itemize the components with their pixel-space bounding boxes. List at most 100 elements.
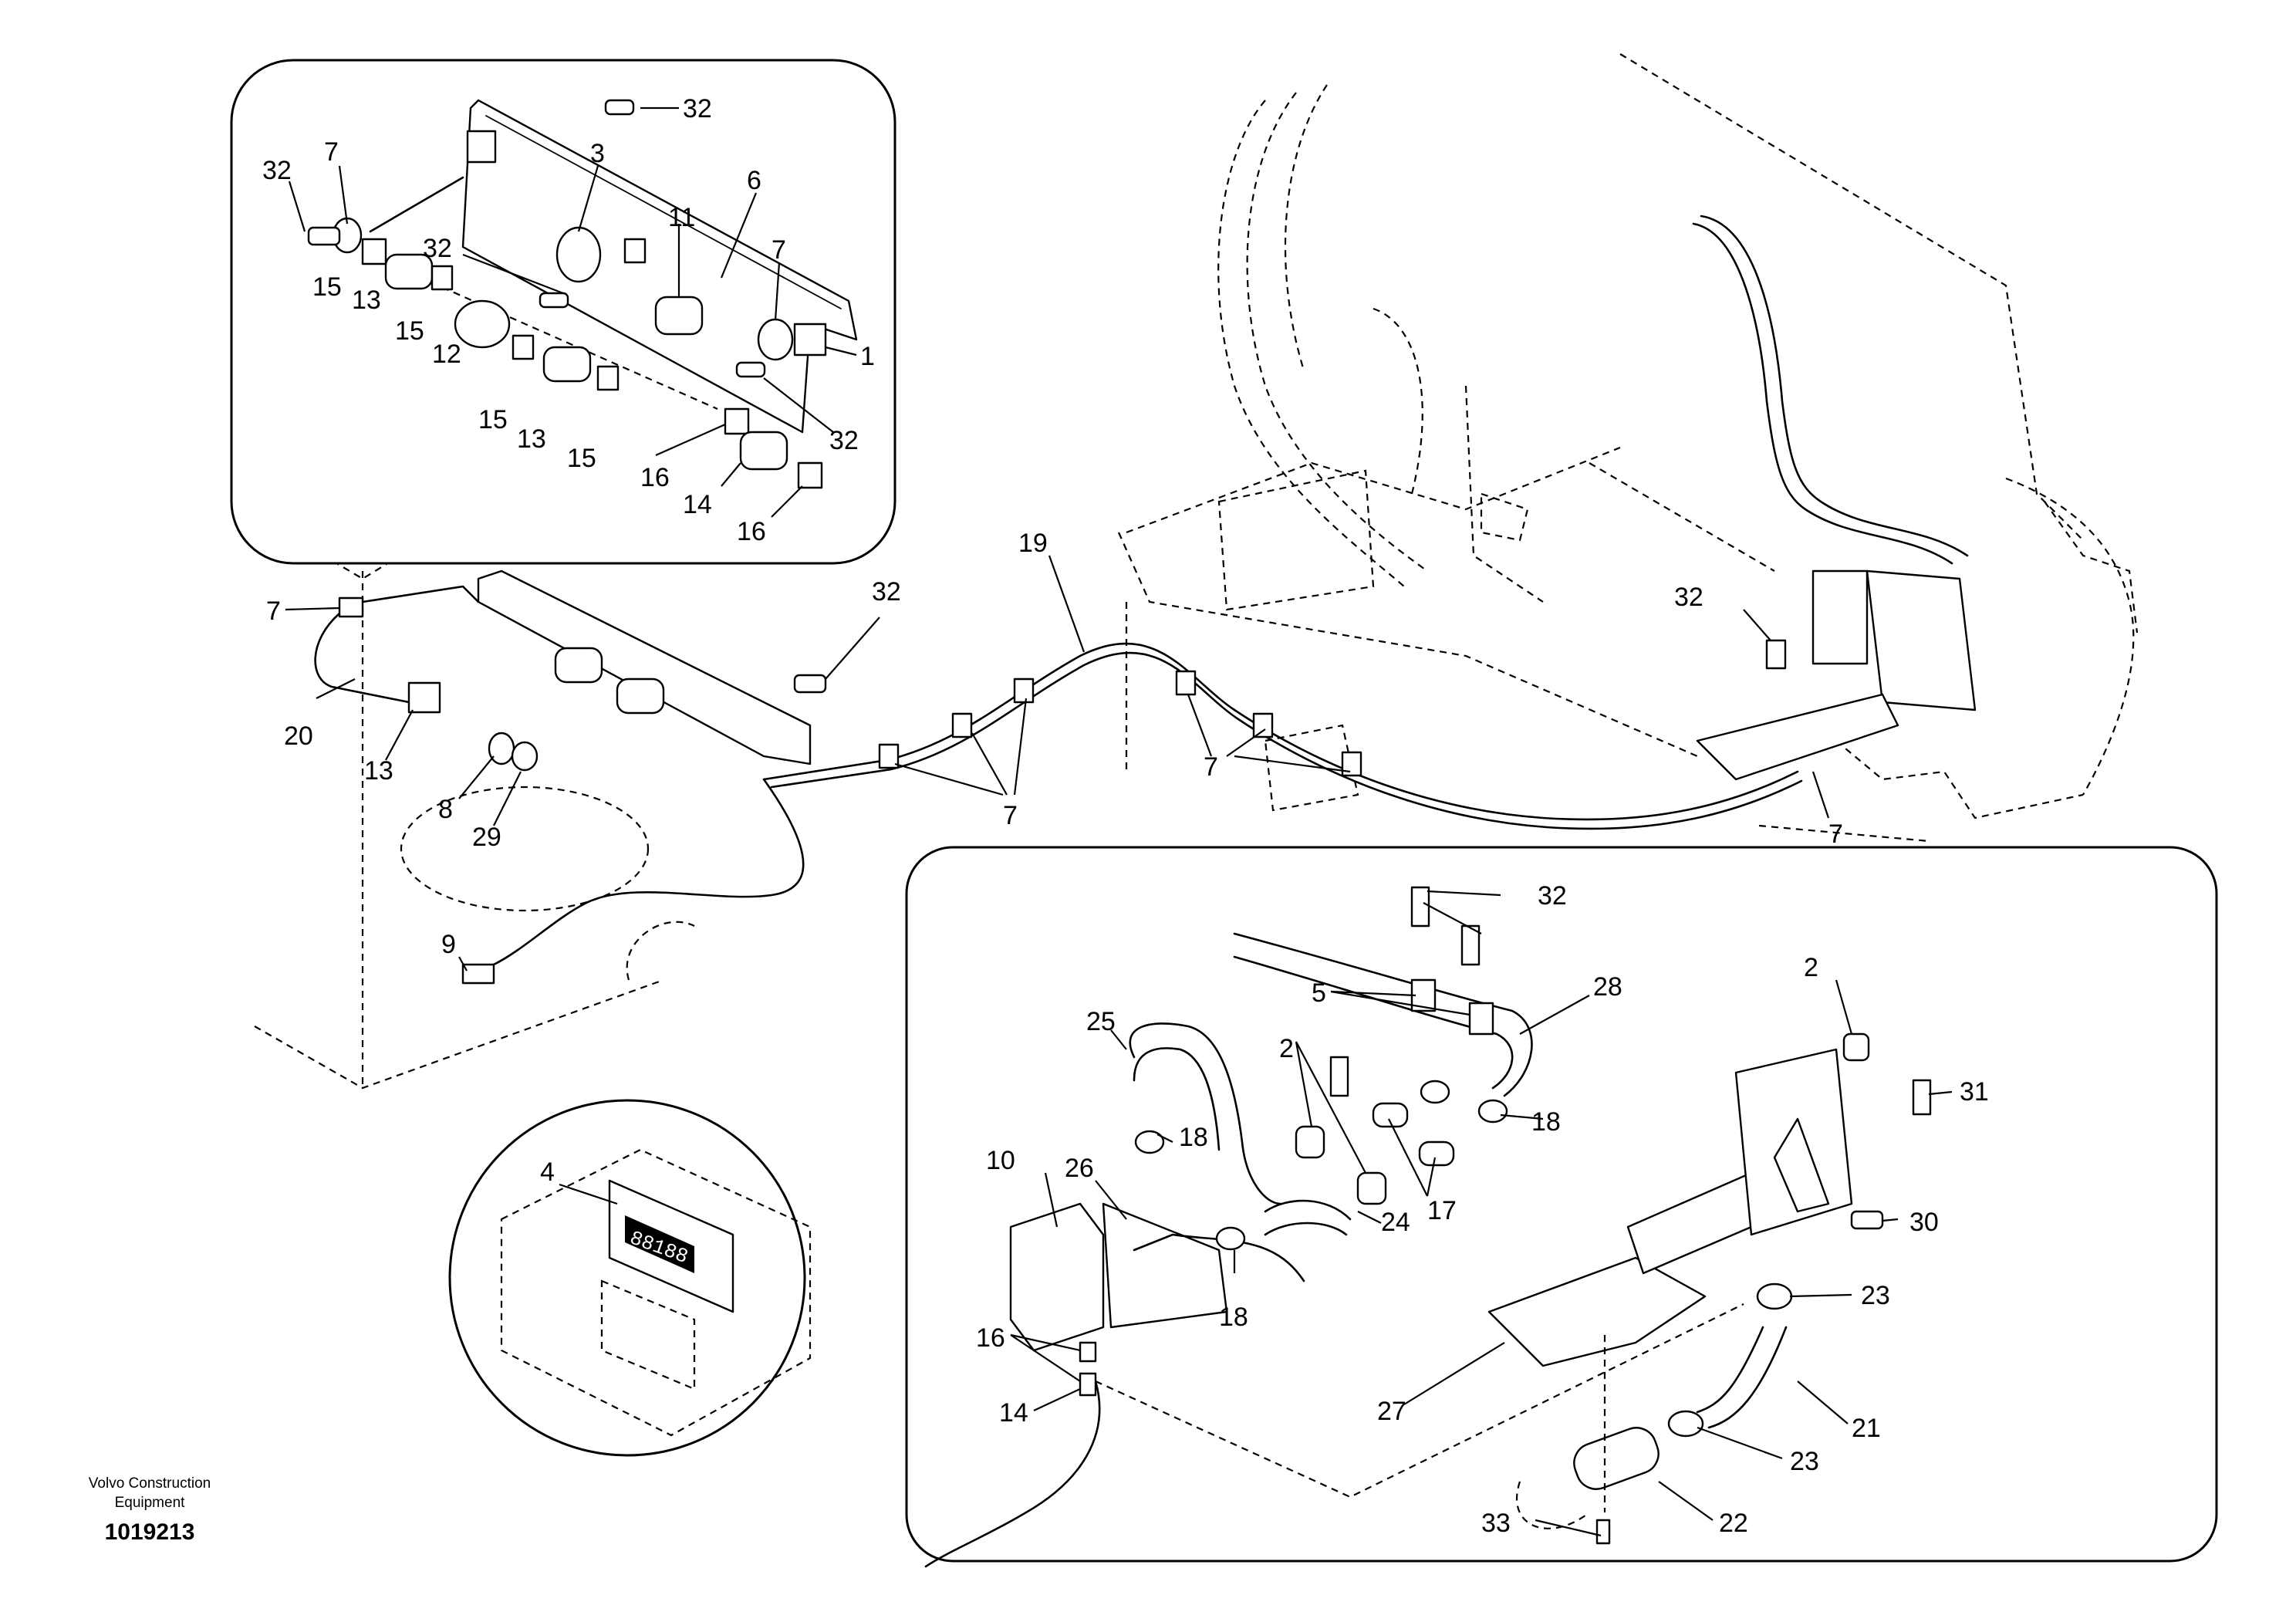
clamp-16-a bbox=[724, 407, 750, 435]
clamp-7-d2 bbox=[951, 712, 973, 738]
nut-29 bbox=[511, 741, 539, 772]
callout-32: 32 bbox=[423, 234, 452, 263]
clamp-7-e1 bbox=[1175, 670, 1197, 696]
callout-16: 16 bbox=[737, 517, 766, 546]
callout-7: 7 bbox=[1003, 801, 1018, 830]
clamp-15-d bbox=[596, 365, 620, 391]
footer-block: Volvo Construction Equipment 1019213 bbox=[89, 1475, 211, 1545]
main-pump bbox=[616, 678, 665, 715]
callout-24: 24 bbox=[1381, 1208, 1410, 1237]
clamp-7-c bbox=[338, 596, 364, 618]
clamp-15-b bbox=[430, 265, 454, 291]
callout-32: 32 bbox=[872, 577, 901, 607]
callout-7: 7 bbox=[1828, 819, 1843, 849]
clamp-15-a bbox=[361, 238, 387, 265]
main-bracket-plate bbox=[477, 569, 812, 765]
callout-20: 20 bbox=[284, 721, 313, 751]
callout-5: 5 bbox=[1312, 978, 1326, 1008]
callout-13: 13 bbox=[517, 424, 546, 454]
inset-fuel-pump-assembly bbox=[230, 59, 896, 565]
clamp-2-b bbox=[1356, 1171, 1387, 1205]
callout-32: 32 bbox=[1674, 583, 1703, 612]
screw-31 bbox=[1912, 1079, 1932, 1116]
callout-14: 14 bbox=[683, 490, 712, 519]
hose-14-b bbox=[1079, 1372, 1097, 1397]
callout-4: 4 bbox=[540, 1157, 555, 1187]
clamp-7-e3 bbox=[1341, 751, 1362, 777]
hose-14 bbox=[739, 431, 788, 471]
callout-14: 14 bbox=[999, 1398, 1028, 1428]
callout-28: 28 bbox=[1593, 972, 1622, 1002]
left-frame-outline-dashed bbox=[254, 516, 695, 1090]
callout-31: 31 bbox=[1960, 1077, 1989, 1107]
fuel-line-19 bbox=[762, 555, 1803, 830]
callout-21: 21 bbox=[1852, 1414, 1881, 1443]
clamp-18-d bbox=[1215, 1226, 1246, 1251]
callout-6: 6 bbox=[747, 166, 761, 195]
callout-13: 13 bbox=[352, 286, 381, 315]
hose-17-b bbox=[1418, 1140, 1455, 1167]
brand-line-1: Volvo Construction bbox=[89, 1475, 211, 1492]
circular-detail-timer: 88188 bbox=[448, 1099, 812, 1457]
callout-2: 2 bbox=[1279, 1034, 1294, 1063]
callout-7: 7 bbox=[266, 596, 281, 626]
main-pump-bracket-assembly bbox=[285, 569, 812, 985]
callout-11: 11 bbox=[668, 203, 695, 232]
inset-frame-top-left bbox=[230, 59, 896, 565]
clamp-18-b bbox=[1477, 1099, 1508, 1124]
heater-installed-view bbox=[1692, 215, 1977, 819]
screw-32-right bbox=[735, 361, 766, 378]
clamp-18-a bbox=[1420, 1080, 1450, 1104]
clamp-23-a bbox=[1756, 1282, 1793, 1310]
screw-32-g2 bbox=[1460, 924, 1481, 966]
clamp-23-b bbox=[1667, 1410, 1704, 1438]
clamp-16-b bbox=[797, 461, 823, 489]
drawing-number: 1019213 bbox=[105, 1519, 195, 1545]
callout-15: 15 bbox=[567, 444, 596, 473]
screw-33 bbox=[1595, 1519, 1611, 1545]
callout-2: 2 bbox=[1804, 953, 1818, 982]
screw-32-g1 bbox=[1410, 886, 1430, 928]
connector-1 bbox=[793, 323, 827, 357]
damper-3 bbox=[555, 226, 602, 283]
clamp-2-a bbox=[1295, 1125, 1325, 1159]
callout-13: 13 bbox=[364, 756, 393, 786]
callout-29: 29 bbox=[472, 823, 501, 852]
callout-labels: 32 7 32 3 6 11 32 7 1 15 13 15 12 15 13 … bbox=[262, 94, 1989, 1538]
callout-17: 17 bbox=[1427, 1196, 1457, 1225]
callout-16: 16 bbox=[640, 463, 670, 492]
screw-32-mid bbox=[539, 292, 569, 309]
screw-2 bbox=[1329, 1056, 1349, 1097]
hose-13-c bbox=[407, 681, 441, 714]
callout-23: 23 bbox=[1790, 1447, 1819, 1476]
heater-bracket-installed bbox=[1696, 693, 1899, 781]
callout-7: 7 bbox=[324, 137, 339, 167]
callout-33: 33 bbox=[1481, 1509, 1511, 1538]
callout-32: 32 bbox=[829, 426, 859, 455]
clamp-18-c bbox=[1134, 1130, 1165, 1154]
callout-18: 18 bbox=[1531, 1107, 1561, 1137]
connector-9 bbox=[461, 963, 495, 985]
clamp-7-e2 bbox=[1252, 712, 1274, 738]
screw-32-left bbox=[307, 226, 341, 246]
heater-unit-10 bbox=[1009, 1202, 1105, 1352]
callout-32: 32 bbox=[683, 94, 712, 123]
clamp-16-c bbox=[1079, 1341, 1097, 1363]
heater-body-installed bbox=[1866, 569, 1977, 711]
screw-30 bbox=[1850, 1210, 1884, 1230]
callout-23: 23 bbox=[1861, 1281, 1890, 1310]
callout-32: 32 bbox=[1538, 881, 1567, 911]
callout-15: 15 bbox=[478, 405, 508, 434]
clamp-5-b bbox=[1468, 1002, 1494, 1036]
screw-32-top bbox=[604, 99, 635, 116]
callout-8: 8 bbox=[438, 795, 453, 824]
callout-16: 16 bbox=[976, 1323, 1005, 1353]
main-filter bbox=[554, 647, 603, 684]
callout-18: 18 bbox=[1219, 1303, 1248, 1332]
callout-12: 12 bbox=[432, 340, 461, 369]
clamp-7-b bbox=[757, 318, 794, 361]
callout-10: 10 bbox=[986, 1146, 1015, 1175]
callout-9: 9 bbox=[441, 930, 456, 959]
inset-frame-bottom-right bbox=[905, 846, 2218, 1563]
